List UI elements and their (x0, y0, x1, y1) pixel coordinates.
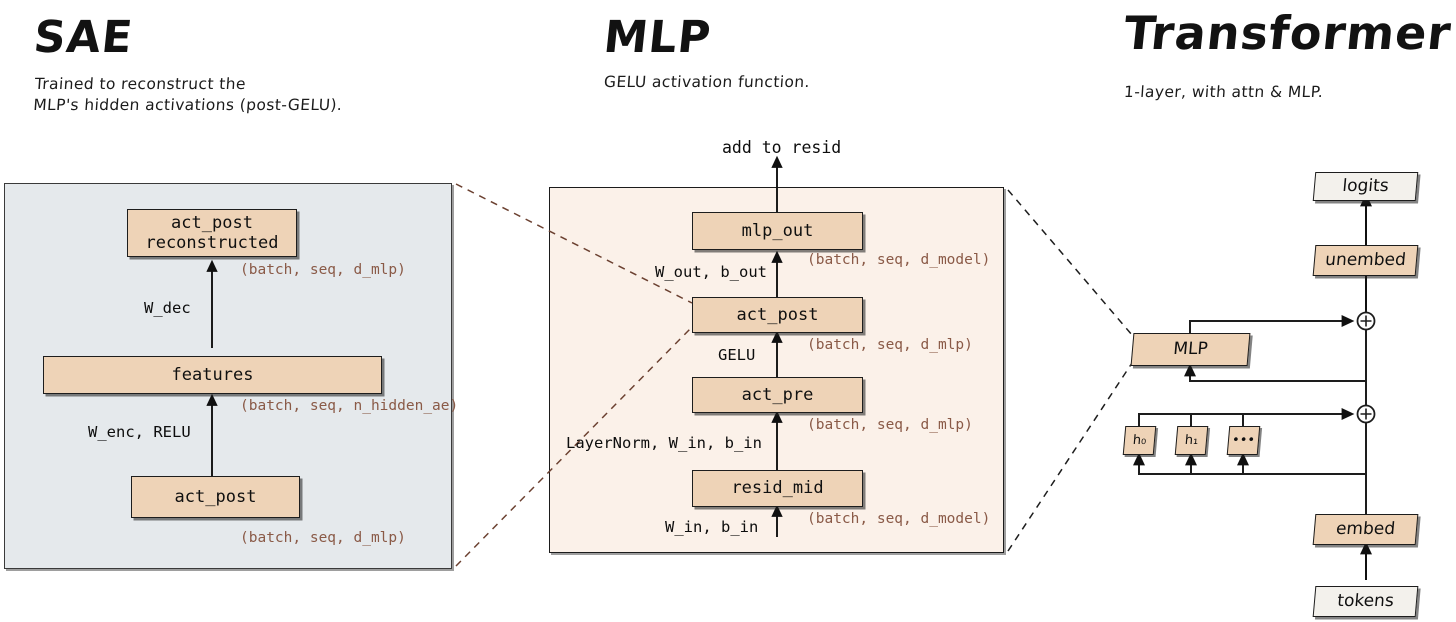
zoom-connector-mlp-top (1007, 189, 1133, 336)
mlp-edge-label-w-out-b-out: W_out, b_out (655, 263, 767, 281)
sae-node-features[interactable]: features (43, 356, 382, 394)
attn-output-bus (1138, 408, 1355, 426)
transformer-node-head-0[interactable]: h₀ (1122, 426, 1157, 455)
attn-input-bus (1133, 452, 1366, 475)
transformer-subtitle: 1-layer, with attn & MLP. (1123, 83, 1324, 101)
sae-subtitle: Trained to reconstruct the MLP's hidden … (32, 75, 343, 114)
mlp-edge-label-layernorm-w-in-b-in: LayerNorm, W_in, b_in (566, 434, 762, 452)
mlp-node-resid-mid[interactable]: resid_mid (692, 470, 863, 507)
sae-shape-act-post-reconstructed: (batch, seq, d_mlp) (240, 262, 406, 278)
mlp-title: MLP (601, 12, 714, 63)
mlp-node-act-pre[interactable]: act_pre (692, 377, 863, 413)
mlp-input-branch (1184, 363, 1366, 382)
transformer-node-head-more[interactable]: ••• (1226, 426, 1261, 455)
sae-edge-label-w-enc-relu: W_enc, RELU (88, 423, 191, 441)
transformer-node-tokens[interactable]: tokens (1312, 586, 1419, 617)
transformer-node-mlp[interactable]: MLP (1130, 333, 1251, 366)
transformer-node-embed[interactable]: embed (1312, 514, 1419, 545)
mlp-shape-resid-mid: (batch, seq, d_model) (807, 511, 991, 527)
add-junction-mlp-circle (1356, 311, 1376, 331)
sae-node-act-post-reconstructed[interactable]: act_post reconstructed (127, 209, 297, 257)
transformer-title: Transformer (1121, 6, 1455, 60)
mlp-subtitle: GELU activation function. (603, 73, 811, 91)
mlp-output-label: add to resid (722, 138, 842, 157)
sae-edge-label-w-dec: W_dec (144, 299, 191, 317)
sae-title: SAE (31, 12, 136, 63)
add-junction-attn-circle (1356, 404, 1376, 424)
transformer-node-head-1[interactable]: h₁ (1174, 426, 1209, 455)
zoom-connector-mlp-bottom (1007, 362, 1133, 552)
sae-shape-act-post: (batch, seq, d_mlp) (240, 530, 406, 546)
mlp-output-branch (1189, 315, 1355, 333)
mlp-edge-label-w-in-b-in: W_in, b_in (665, 518, 759, 536)
transformer-node-logits[interactable]: logits (1312, 172, 1419, 201)
sae-shape-features: (batch, seq, n_hidden_ae) (240, 398, 459, 414)
mlp-shape-act-pre: (batch, seq, d_mlp) (807, 417, 973, 433)
mlp-shape-mlp-out: (batch, seq, d_model) (807, 252, 991, 268)
transformer-node-unembed[interactable]: unembed (1312, 245, 1419, 276)
sae-node-act-post[interactable]: act_post (131, 476, 300, 518)
mlp-shape-act-post: (batch, seq, d_mlp) (807, 337, 973, 353)
mlp-node-act-post[interactable]: act_post (692, 297, 863, 333)
mlp-edge-label-gelu: GELU (718, 346, 756, 364)
mlp-node-mlp-out[interactable]: mlp_out (692, 212, 863, 250)
